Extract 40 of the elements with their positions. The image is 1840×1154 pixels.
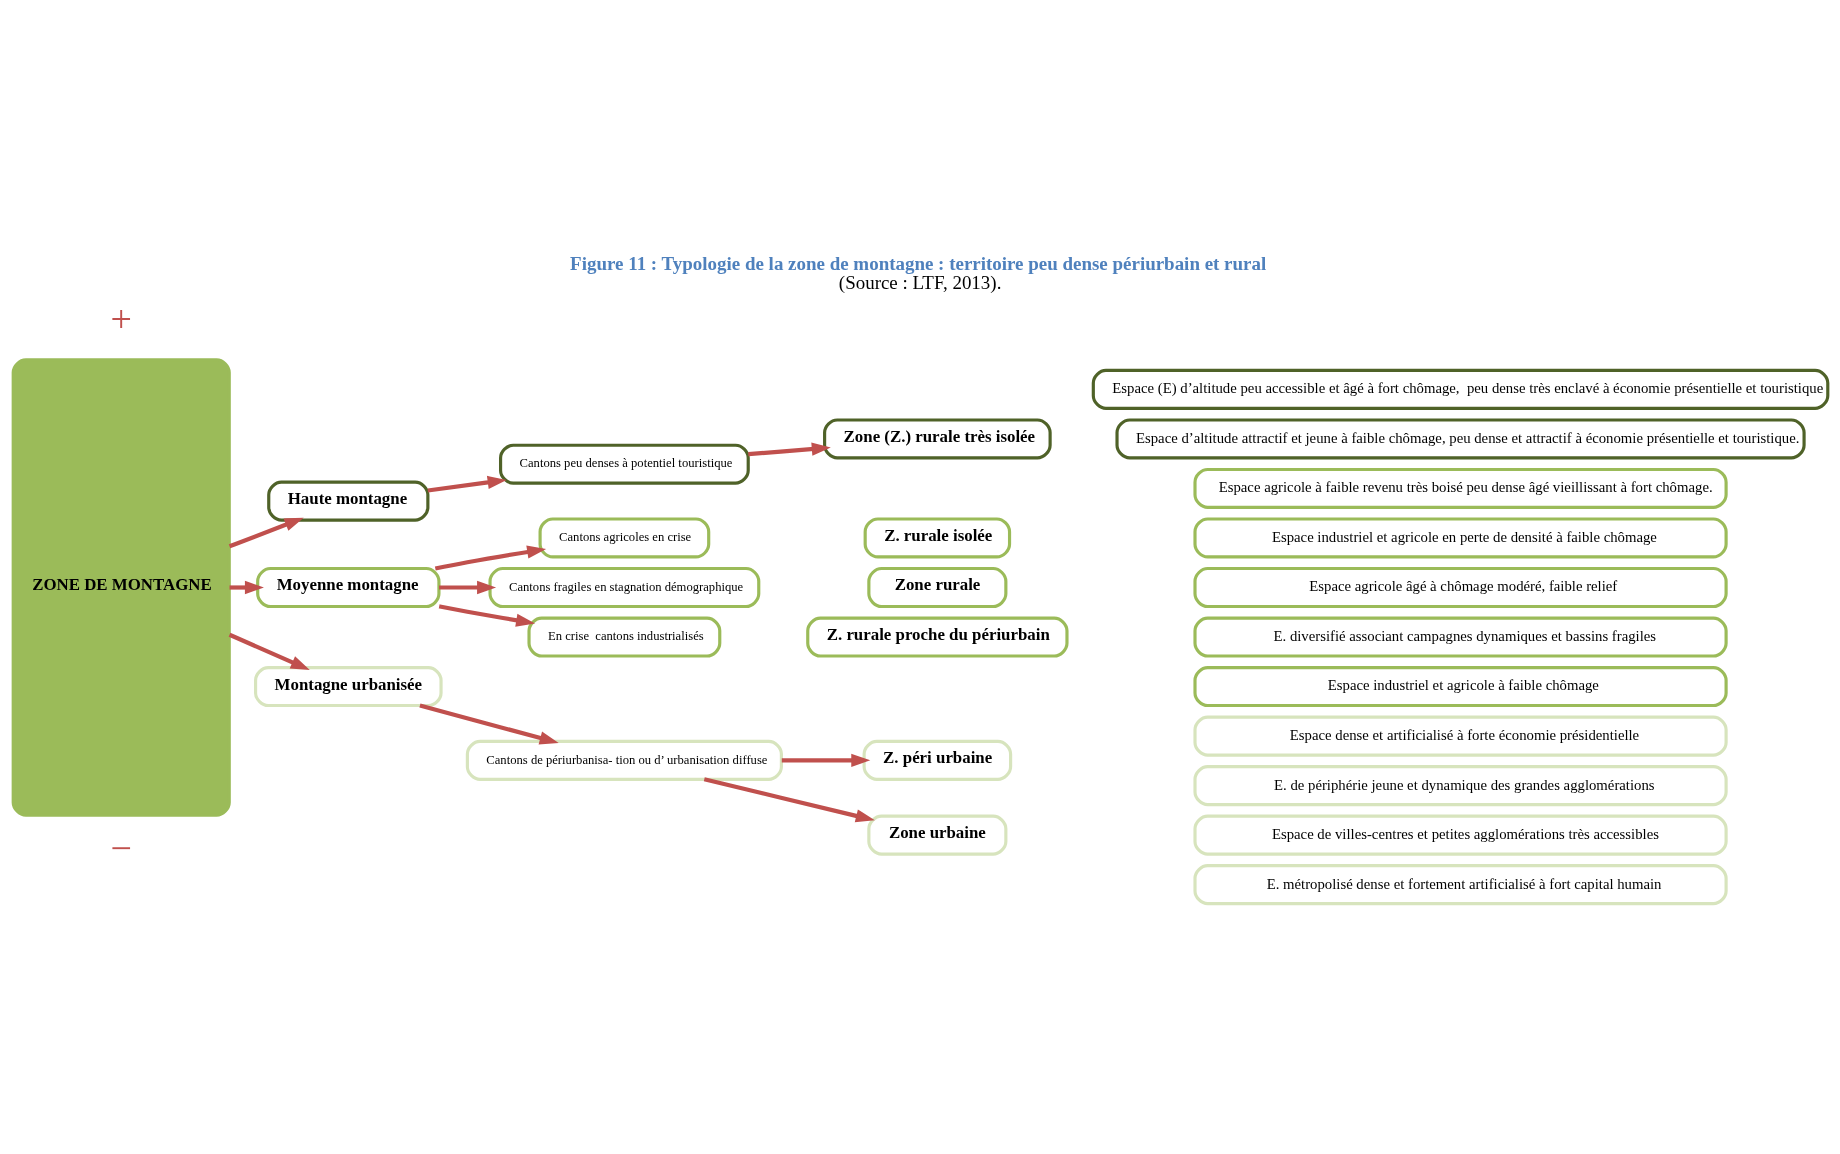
node-box: Espace dense et artificialisé à forte économie présidentielle bbox=[1192, 715, 1728, 757]
node-box: E. diversifié associant campagnes dynamiques et bassins fragiles bbox=[1192, 616, 1728, 658]
arrow bbox=[747, 441, 831, 456]
arrow bbox=[427, 475, 507, 493]
arrow bbox=[228, 517, 304, 548]
node-box: Haute montagne bbox=[266, 480, 429, 522]
arrow bbox=[703, 776, 875, 822]
arrow bbox=[228, 632, 310, 670]
node-box: Montagne urbanisée bbox=[253, 665, 443, 707]
node-box: ZONE DE MONTAGNE bbox=[11, 357, 231, 817]
node-box: Z. péri urbaine bbox=[862, 739, 1012, 781]
node-box: Moyenne montagne bbox=[255, 566, 440, 608]
node-box: E. de périphérie jeune et dynamique des grandes agglomérations bbox=[1192, 764, 1728, 806]
node-box: Espace d’altitude attractif et jeune à faible chômage, peu dense et attractif à économie présentielle et touristique. bbox=[1114, 417, 1806, 459]
label: − bbox=[110, 826, 132, 869]
node-box: Espace agricole âgé à chômage modéré, faible relief bbox=[1192, 566, 1728, 608]
node-box: Espace industriel et agricole à faible chômage bbox=[1192, 665, 1728, 707]
node-box: Espace de villes-centres et petites agglomérations très accessibles bbox=[1192, 814, 1728, 856]
arrow bbox=[434, 544, 546, 571]
node-box: Cantons agricoles en crise bbox=[538, 516, 710, 559]
node-box: Zone rurale bbox=[866, 566, 1007, 608]
node-box: Zone urbaine bbox=[866, 814, 1007, 856]
node-box: Zone (Z.) rurale très isolée bbox=[822, 417, 1052, 459]
arrow bbox=[781, 753, 870, 767]
diagram-title: Figure 11 : Typologie de la zone de montagne : territoire peu dense périurbain et rural bbox=[569, 252, 1266, 274]
label: + bbox=[110, 297, 132, 340]
node-box: Cantons fragiles en stagnation démographique bbox=[487, 566, 760, 608]
arrow bbox=[438, 603, 535, 627]
node-box: Cantons de périurbanisa- tion ou d’ urbanisation diffuse bbox=[465, 739, 783, 781]
node-box: Espace industriel et agricole en perte de densité à faible chômage bbox=[1192, 516, 1728, 559]
node-box: E. métropolisé dense et fortement artificialisé à fort capital humain bbox=[1192, 863, 1728, 905]
node-box: Espace (E) d’altitude peu accessible et âgé à fort chômage, peu dense très enclavé à économie présentielle et touristique bbox=[1091, 368, 1829, 410]
node-box: En crise cantons industrialisés bbox=[526, 616, 721, 658]
node-box: Z. rurale proche du périurbain bbox=[805, 616, 1069, 658]
arrow bbox=[418, 703, 559, 744]
node-box: Z. rurale isolée bbox=[863, 516, 1011, 559]
node-box: Cantons peu denses à potentiel touristique bbox=[498, 443, 750, 485]
node-box: Espace agricole à faible revenu très boisé peu dense âgé vieillissant à fort chômage. bbox=[1192, 467, 1728, 509]
arrow bbox=[438, 580, 496, 594]
arrow bbox=[229, 580, 264, 594]
